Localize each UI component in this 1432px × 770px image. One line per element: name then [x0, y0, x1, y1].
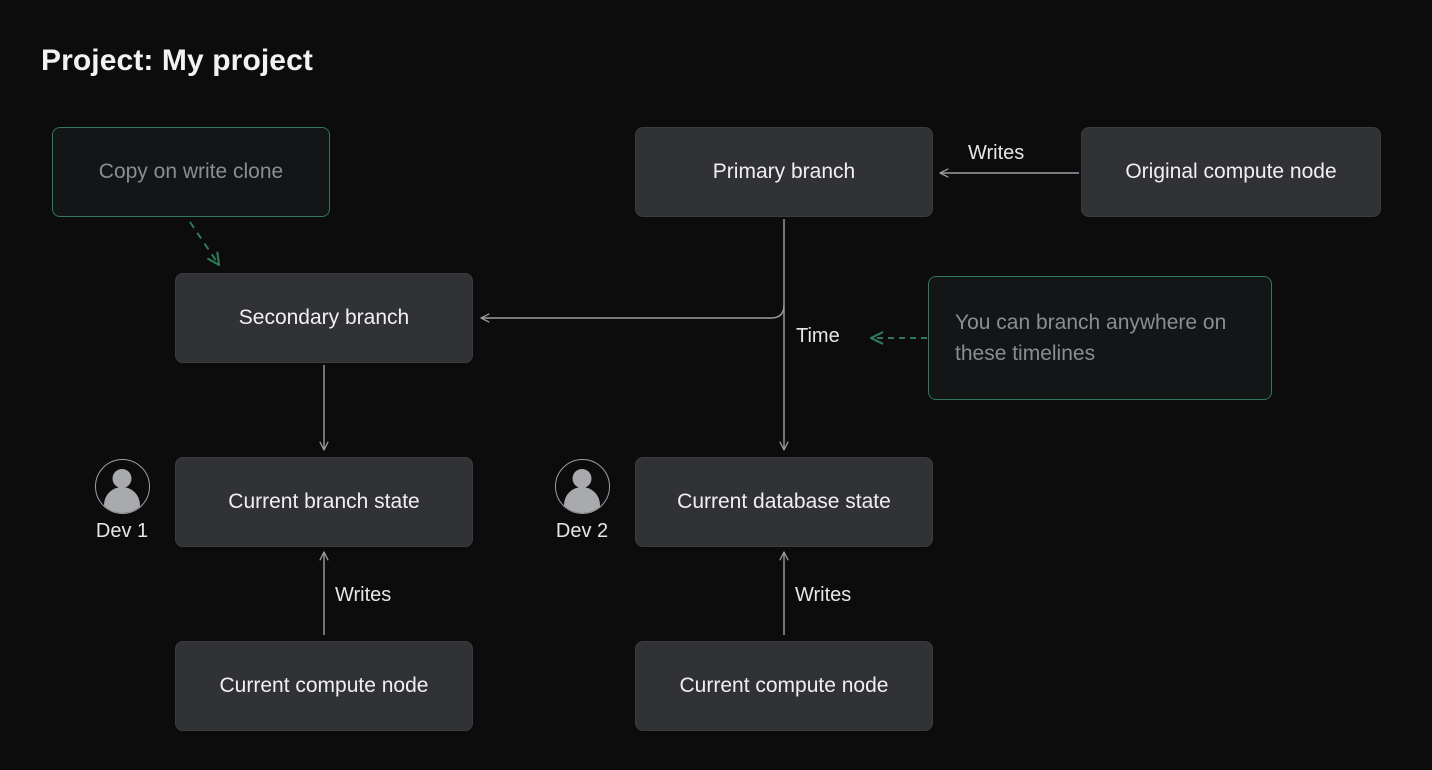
edge-label-writes-right: Writes — [795, 584, 852, 606]
node-label: Primary branch — [712, 159, 856, 183]
avatar-body — [564, 487, 600, 513]
node-label: Current compute node — [679, 673, 889, 697]
node-label: You can branch anywhere on these timelin… — [955, 310, 1227, 366]
avatar-head — [572, 469, 592, 488]
edge-primary-to-secondary-branch — [480, 304, 785, 323]
node-label: Current database state — [677, 489, 891, 513]
edge-label-time: Time — [796, 325, 840, 347]
avatar-group-dev-2: Dev 2 — [544, 459, 620, 543]
avatar-body — [104, 487, 140, 513]
node-current-compute-node-right[interactable]: Current compute node — [635, 641, 933, 731]
node-branch-anywhere-note[interactable]: You can branch anywhere on these timelin… — [928, 276, 1272, 400]
edge-label-writes-top: Writes — [968, 142, 1025, 164]
node-current-compute-node-left[interactable]: Current compute node — [175, 641, 473, 731]
node-primary-branch[interactable]: Primary branch — [635, 127, 933, 217]
node-current-database-state[interactable]: Current database state — [635, 457, 933, 547]
node-label: Secondary branch — [238, 305, 410, 329]
avatar-group-dev-1: Dev 1 — [84, 459, 160, 543]
avatar-label: Dev 1 — [95, 520, 149, 542]
node-copy-on-write-clone[interactable]: Copy on write clone — [52, 127, 330, 217]
node-current-branch-state[interactable]: Current branch state — [175, 457, 473, 547]
edge-label-writes-left: Writes — [335, 584, 392, 606]
node-label: Current compute node — [219, 673, 429, 697]
page-title: Project: My project — [41, 44, 313, 77]
node-original-compute-node[interactable]: Original compute node — [1081, 127, 1381, 217]
node-label: Copy on write clone — [98, 159, 284, 183]
node-label: Original compute node — [1125, 159, 1337, 183]
node-secondary-branch[interactable]: Secondary branch — [175, 273, 473, 363]
user-avatar-icon — [554, 459, 610, 514]
edge-copy-on-write-to-secondary — [189, 221, 221, 267]
avatar-label: Dev 2 — [555, 520, 609, 542]
user-avatar-icon — [94, 459, 150, 514]
node-label: Current branch state — [228, 489, 420, 513]
avatar-head — [112, 469, 132, 488]
